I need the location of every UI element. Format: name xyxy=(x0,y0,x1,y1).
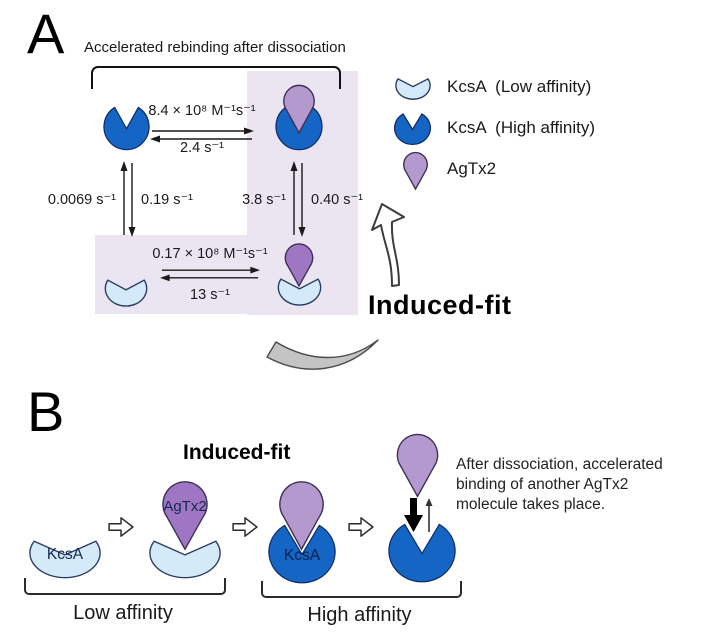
rate-conformation-up-right: 3.8 s⁻¹ xyxy=(242,192,286,208)
kcsa-low-icon xyxy=(103,270,149,307)
induced-fit-label-a: Induced-fit xyxy=(368,290,512,320)
note-line-3: molecule takes place. xyxy=(456,496,606,513)
agtx2-icon xyxy=(400,150,431,190)
legend-label-low: KcsA (Low affinity) xyxy=(447,77,592,96)
step-arrow-icon xyxy=(348,517,374,537)
step-arrow-icon xyxy=(232,517,258,537)
kcsa-low-icon xyxy=(276,269,323,306)
stage2-agtx2-label: AgTx2 xyxy=(163,498,207,515)
kcsa-high-icon xyxy=(386,517,458,581)
kcsa-low-icon xyxy=(26,527,104,579)
gray-swoosh-arrow-icon xyxy=(266,339,379,370)
rate-conformation-up-left: 0.0069 s⁻¹ xyxy=(47,192,116,208)
kcsa-high-icon xyxy=(102,102,151,149)
high-affinity-bracket xyxy=(261,581,462,598)
agtx2-icon xyxy=(391,430,444,498)
kcsa-high-icon xyxy=(266,518,338,582)
low-affinity-bracket xyxy=(24,578,226,595)
kcsa-low-icon xyxy=(394,71,432,100)
panel-b-letter: B xyxy=(27,380,65,443)
equilibrium-arrows-left xyxy=(120,161,136,237)
agtx2-icon xyxy=(156,477,214,551)
dissociation-note: After dissociation, accelerated binding … xyxy=(456,455,718,515)
legend-label-agtx2: AgTx2 xyxy=(447,159,497,178)
stage1-kcsa-label: KcsA xyxy=(46,546,84,563)
rate-association-high: 8.4 × 10⁸ M⁻¹s⁻¹ xyxy=(148,103,256,119)
kcsa-high-icon xyxy=(274,101,324,149)
kcsa-high-icon xyxy=(393,110,432,144)
high-affinity-label: High affinity xyxy=(307,604,412,626)
equilibrium-arrows-top xyxy=(150,127,254,143)
agtx2-icon xyxy=(281,241,317,287)
top-bracket xyxy=(91,66,341,89)
induced-fit-label-b: Induced-fit xyxy=(183,441,291,464)
low-affinity-label: Low affinity xyxy=(73,602,173,624)
rate-dissociation-high: 2.4 s⁻¹ xyxy=(180,140,224,156)
note-line-2: binding of another AgTx2 xyxy=(456,476,629,493)
stage3-kcsa-label: KcsA xyxy=(283,547,321,564)
kcsa-low-icon xyxy=(146,527,224,579)
agtx2-icon xyxy=(279,82,319,134)
equilibrium-arrows-right xyxy=(290,161,306,237)
rate-association-low: 0.17 × 10⁸ M⁻¹s⁻¹ xyxy=(152,246,268,262)
rate-conformation-down-right: 0.40 s⁻¹ xyxy=(311,192,363,208)
rebinding-arrows-icon xyxy=(404,498,433,532)
rate-conformation-down-left: 0.19 s⁻¹ xyxy=(141,192,193,208)
panel-a-title: Accelerated rebinding after dissociation xyxy=(84,39,346,56)
note-line-1: After dissociation, accelerated xyxy=(456,456,663,473)
equilibrium-arrows-bottom xyxy=(160,266,260,282)
rate-dissociation-low: 13 s⁻¹ xyxy=(190,287,230,303)
induced-fit-curved-arrow-icon xyxy=(371,203,405,287)
agtx2-icon xyxy=(273,477,330,551)
panel-a-letter: A xyxy=(27,2,65,65)
step-arrow-icon xyxy=(108,517,134,537)
legend-label-high: KcsA (High affinity) xyxy=(447,118,596,137)
